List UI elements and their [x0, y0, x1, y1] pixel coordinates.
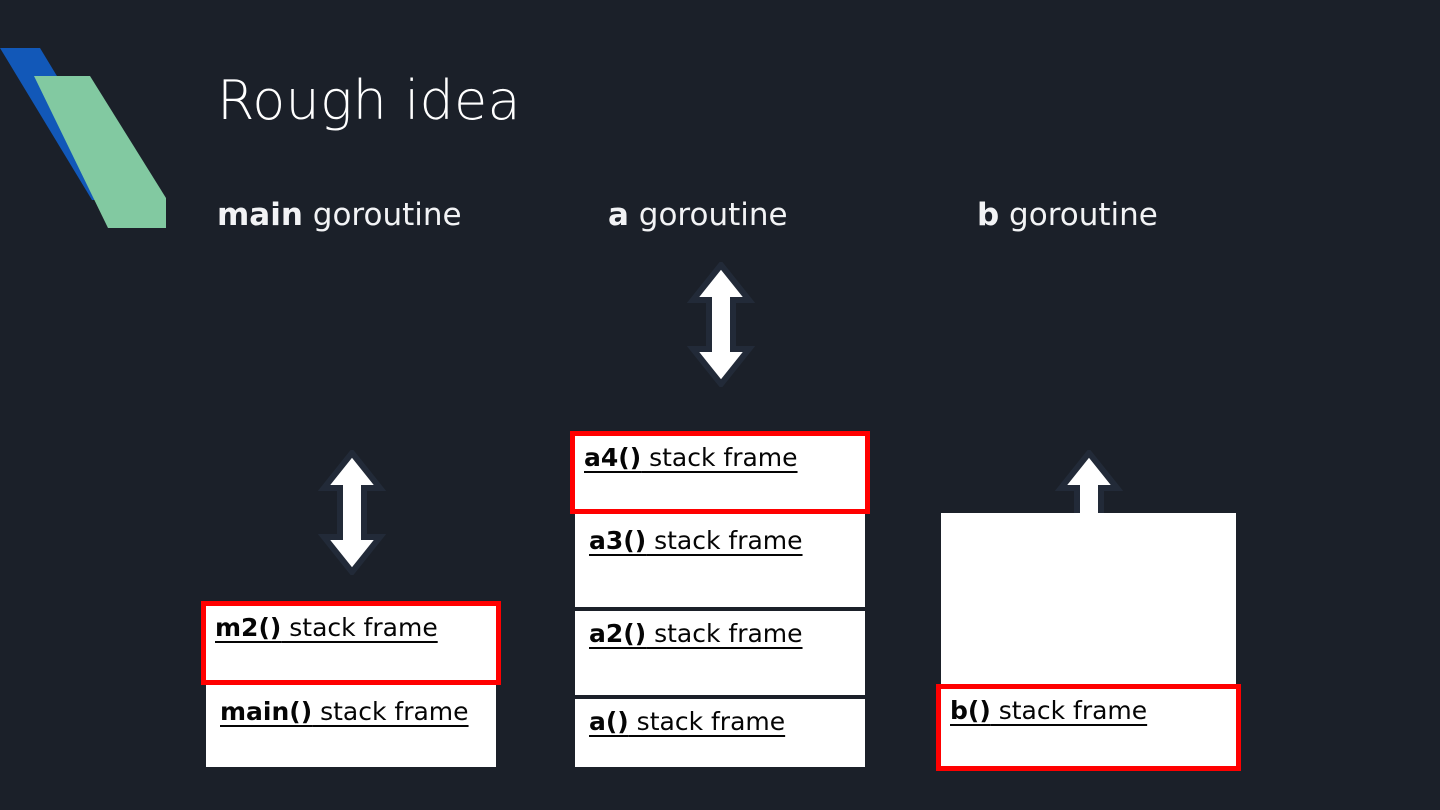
logo-green-parallelogram	[34, 76, 166, 228]
stack-frame-a4[interactable]: a4() stack frame	[570, 431, 870, 514]
stack-frame-label: a2() stack frame	[589, 619, 803, 648]
stack-frame-label: a4() stack frame	[584, 443, 798, 472]
column-header-keyword: a	[608, 197, 629, 233]
logo-blue-parallelogram	[0, 48, 132, 200]
column-header-keyword: b	[977, 197, 1000, 233]
stack-main: m2() stack frame main() stack frame	[201, 511, 501, 767]
page-title: Rough idea	[217, 69, 521, 132]
stack-b: b() stack frame	[936, 513, 1241, 771]
stack-frame-a2[interactable]: a2() stack frame	[575, 607, 865, 695]
stack-frame-label: m2() stack frame	[215, 613, 438, 642]
stack-frame-label: b() stack frame	[950, 696, 1148, 725]
stack-frame-main[interactable]: main() stack frame	[206, 685, 496, 767]
column-header-keyword: main	[217, 197, 303, 233]
column-header-a: a goroutine	[608, 198, 788, 232]
stack-frame-m2[interactable]: m2() stack frame	[201, 601, 501, 685]
stack-frame-b[interactable]: b() stack frame	[936, 684, 1241, 771]
column-header-main: main goroutine	[217, 198, 462, 232]
column-header-rest: goroutine	[302, 197, 462, 233]
stack-frame-label: main() stack frame	[220, 697, 469, 726]
stack-a: a4() stack frame a3() stack frame a2() s…	[570, 323, 870, 767]
stack-frame-a3[interactable]: a3() stack frame	[575, 514, 865, 607]
brand-logo	[0, 48, 166, 228]
stack-frame-label: a() stack frame	[589, 707, 786, 736]
stack-frame-a[interactable]: a() stack frame	[575, 695, 865, 767]
column-header-b: b goroutine	[977, 198, 1158, 232]
column-header-rest: goroutine	[628, 197, 788, 233]
stack-frame-label: a3() stack frame	[589, 526, 803, 555]
column-header-rest: goroutine	[999, 197, 1158, 233]
